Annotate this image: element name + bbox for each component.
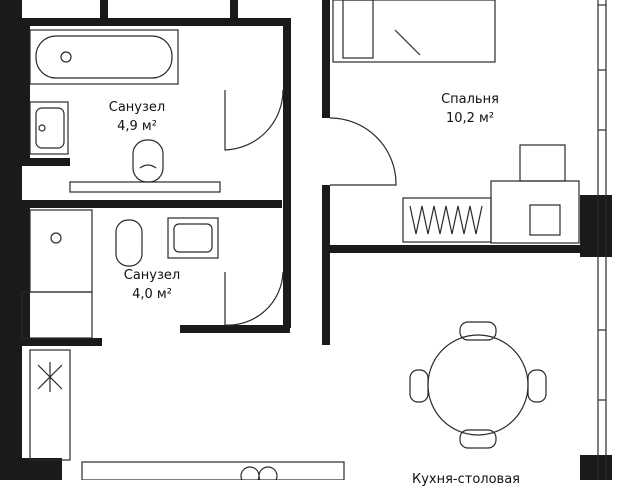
wall-top-stub-2 xyxy=(230,0,238,26)
wall-bath2-bottom-right xyxy=(180,325,290,333)
wall-bath-niche xyxy=(22,158,70,166)
wall-between-baths xyxy=(22,200,282,208)
wall-top-stub-1 xyxy=(100,0,108,26)
desk-chair xyxy=(490,144,580,244)
door-bath1 xyxy=(224,89,284,151)
bathtub xyxy=(29,29,179,85)
walls xyxy=(0,0,612,480)
pier-right-2 xyxy=(580,455,612,480)
room-area: 4,9 м² xyxy=(117,119,157,134)
wall-bath2-bottom-left xyxy=(22,338,102,346)
bed xyxy=(332,0,496,63)
wall-left-inner-top xyxy=(22,18,30,158)
toilet-bath1 xyxy=(69,139,221,193)
sink-bath1 xyxy=(29,101,69,155)
wall-bedroom-kitchen xyxy=(322,245,580,253)
wall-top-left xyxy=(22,18,102,26)
room-label-bedroom: Спальня 10,2 м² xyxy=(441,90,499,128)
room-label-bathroom-2: Санузел 4,0 м² xyxy=(124,266,180,304)
wall-top-mid xyxy=(100,18,290,26)
wall-bedroom-left-bottom xyxy=(322,185,330,345)
door-bath2 xyxy=(224,271,284,326)
door-bedroom xyxy=(329,117,397,186)
shower xyxy=(21,209,93,339)
toilet-bath2 xyxy=(115,219,143,267)
wall-vertical-bath xyxy=(283,18,291,328)
window-right xyxy=(597,0,607,480)
kitchen-counter xyxy=(29,349,345,480)
wardrobe xyxy=(402,197,492,243)
sink-bath2 xyxy=(167,217,219,259)
room-area: 10,2 м² xyxy=(445,111,495,126)
dining-table xyxy=(409,321,547,449)
outer-wall-left xyxy=(0,0,22,480)
wall-bedroom-left-top xyxy=(322,0,330,118)
wall-bottom-left xyxy=(22,458,62,480)
room-area: 4,0 м² xyxy=(132,287,172,302)
room-name: Санузел xyxy=(123,268,181,283)
room-name: Спальня xyxy=(441,92,499,107)
room-label-bathroom-1: Санузел 4,9 м² xyxy=(109,98,165,136)
pier-right-1 xyxy=(580,195,612,257)
room-name: Санузел xyxy=(108,100,166,115)
wall-left-inner-bottom xyxy=(22,200,30,345)
